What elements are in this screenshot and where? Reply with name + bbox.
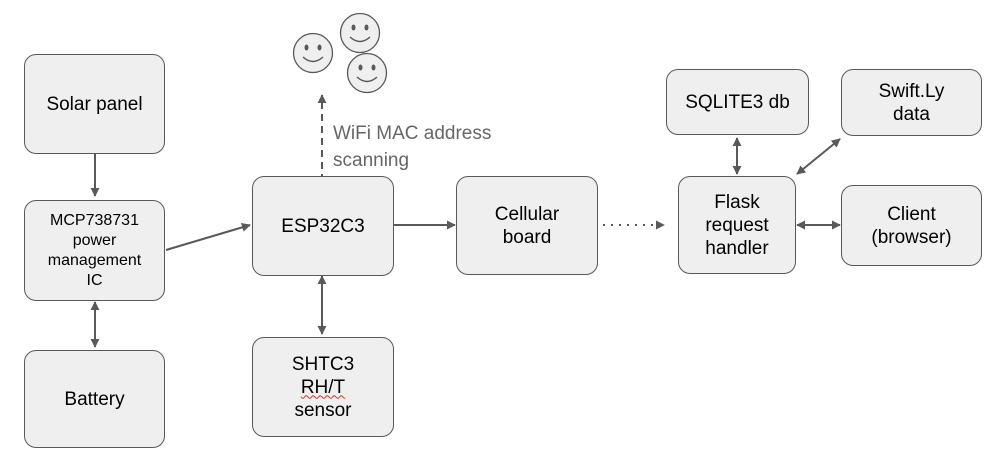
shtc3-label-line: RH/T: [300, 376, 346, 398]
flask-label-line: request: [705, 214, 769, 236]
esp32c3-label: ESP32C3: [281, 215, 365, 237]
battery-label: Battery: [64, 388, 125, 410]
flask-label-line: Flask: [714, 191, 760, 213]
wifi-scanning-label: WiFi MAC address scanning: [333, 120, 491, 174]
wifi-scanning-label-line: WiFi MAC address: [333, 123, 492, 144]
shtc3-label-line: SHTC3: [291, 353, 355, 375]
sqlite3-label: SQLITE3 db: [685, 91, 790, 113]
solar-panel-box: Solar panel: [24, 54, 165, 154]
esp32c3-box: ESP32C3: [252, 176, 394, 276]
swiftly-data-box: Swift.Ly data: [841, 69, 982, 136]
solar-panel-label: Solar panel: [46, 93, 143, 115]
arrow-flask-swiftly: [796, 138, 841, 175]
wifi-scanning-label-line: scanning: [333, 150, 410, 171]
smiley-face-icon: [292, 32, 334, 74]
client-browser-box: Client (browser): [841, 185, 982, 266]
flask-request-handler-box: Flask request handler: [678, 176, 796, 274]
flask-label-line: handler: [705, 237, 769, 259]
arrow-mcp-to-esp32: [165, 222, 251, 251]
shtc3-label-line: sensor: [294, 399, 352, 421]
smiley-face-icon: [339, 12, 381, 54]
sqlite3-db-box: SQLITE3 db: [666, 69, 809, 135]
mcp-label-line: MCP738731: [50, 211, 139, 229]
client-label-line: (browser): [871, 226, 952, 248]
cellular-label-line: Cellular: [494, 203, 560, 225]
mcp-label-line: power: [72, 231, 117, 249]
battery-box: Battery: [24, 350, 165, 448]
cellular-label-line: board: [502, 226, 552, 248]
mcp-label-line: IC: [86, 271, 103, 289]
mcp-label-line: management: [47, 251, 142, 269]
shtc3-sensor-box: SHTC3 RH/T sensor: [252, 337, 394, 437]
mcp-power-ic-box: MCP738731 power management IC: [24, 200, 165, 301]
cellular-board-box: Cellular board: [456, 176, 598, 275]
client-label-line: Client: [887, 203, 936, 225]
smiley-face-icon: [346, 52, 388, 94]
swiftly-label-line: data: [893, 103, 930, 125]
swiftly-label-line: Swift.Ly: [878, 80, 945, 102]
